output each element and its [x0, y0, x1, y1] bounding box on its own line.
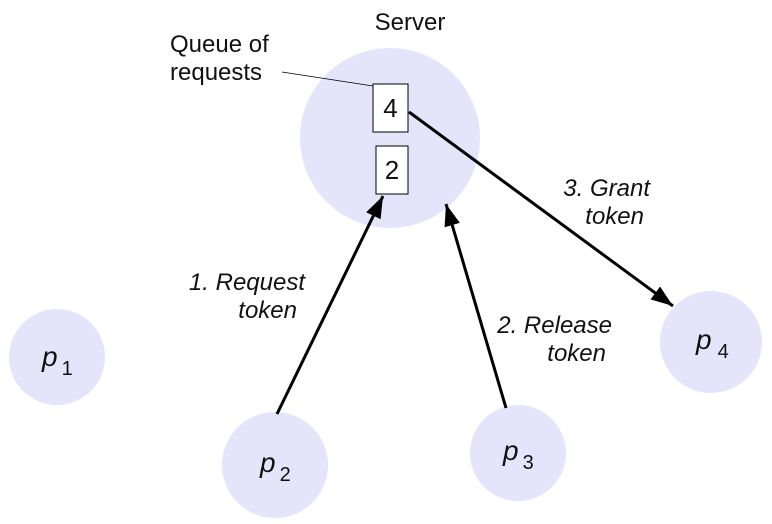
process-name: p	[259, 447, 276, 478]
process-subscript: 4	[718, 341, 729, 363]
process-subscript: 1	[62, 358, 73, 380]
queue-annotation: Queue of requests	[170, 31, 374, 87]
process-name: p	[502, 435, 519, 466]
grant-arrow	[408, 110, 674, 308]
queue-leader-line	[281, 71, 374, 87]
request-label-line1: 1. Request	[189, 269, 306, 296]
queue-item: 2	[375, 145, 409, 195]
process-name: p	[695, 324, 712, 355]
edge-grant-token: 3. Grant token	[408, 110, 674, 308]
request-arrow	[275, 195, 385, 415]
release-label-line2: token	[547, 340, 606, 367]
queue-label-line1: Queue of	[170, 31, 269, 58]
edge-release-token: 2. Release token	[444, 203, 612, 409]
server-circle	[300, 48, 480, 228]
process-name: p	[41, 341, 58, 372]
release-arrow	[444, 203, 508, 409]
process-subscript: 3	[523, 452, 534, 474]
request-queue: 4 2	[372, 83, 409, 195]
queue-label-line2: requests	[170, 59, 262, 86]
edge-request-token: 1. Request token	[189, 195, 385, 415]
grant-label-line1: 3. Grant	[563, 175, 651, 202]
queue-item-value: 4	[383, 93, 397, 123]
server-node: Server	[300, 9, 480, 228]
release-label-line1: 2. Release	[496, 312, 612, 339]
queue-item: 4	[372, 83, 409, 133]
grant-label-line2: token	[585, 203, 644, 230]
request-label-line2: token	[238, 297, 297, 324]
process-subscript: 2	[280, 464, 291, 486]
server-label: Server	[375, 9, 446, 36]
queue-item-value: 2	[385, 155, 399, 185]
